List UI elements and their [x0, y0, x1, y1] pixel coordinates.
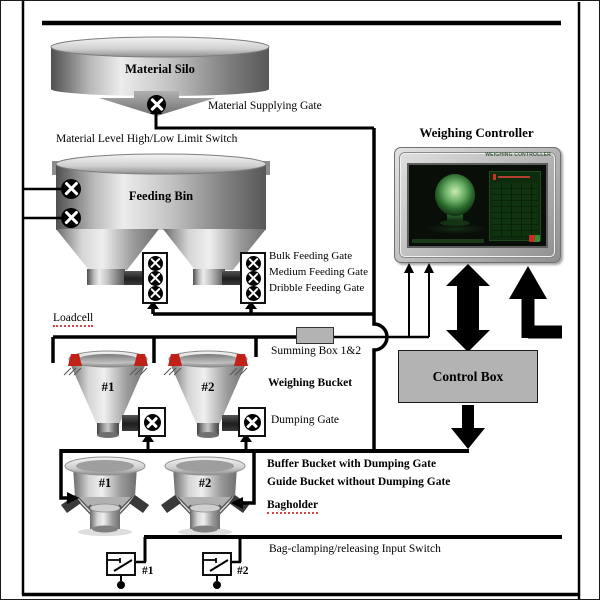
hmi-status-strip: [412, 239, 484, 243]
weighing-controller-title: Weighing Controller: [419, 125, 534, 140]
high-limit-switch-icon: [61, 179, 81, 199]
summing-output-lines: [334, 263, 434, 339]
loadcell-bus: [51, 335, 296, 363]
dumping-gate-icon: [143, 413, 161, 431]
summing-box-label: Summing Box 1&2: [271, 345, 362, 357]
dumping-gate-icon: [243, 413, 261, 431]
bulk-gate-icon: [245, 256, 261, 271]
buffer-bucket-2: [161, 456, 249, 536]
hmi-brand-label: WEIGHING CONTROLLER: [485, 152, 551, 158]
loadcell-mount: [63, 354, 82, 376]
bagholder-label: Bagholder: [267, 499, 319, 514]
bin-neck-left: [87, 269, 125, 285]
bag: [90, 508, 120, 529]
dribble-gate-icon: [245, 286, 261, 301]
weighing-bucket-1: [68, 350, 148, 438]
control-output-bus: [59, 433, 469, 509]
buffer-bucket-2-label: #2: [198, 476, 212, 490]
limit-switch-wires: [23, 187, 61, 220]
material-level-switch-label: Material Level High/Low Limit Switch: [56, 133, 238, 145]
dumping-gate-label: Dumping Gate: [271, 414, 340, 426]
controller-controlbox-arrow: [446, 264, 490, 352]
dumping-gate-2: [238, 407, 266, 437]
bin-hopper-left: [56, 229, 159, 270]
globe-shadow: [425, 224, 487, 234]
feeding-gate-connector-2: [222, 271, 240, 285]
low-limit-switch-icon: [61, 208, 81, 228]
input-switch-1-label: #1: [142, 565, 154, 577]
feeding-gate-stack-2: [240, 252, 266, 304]
buffer-bucket-label: Buffer Bucket with Dumping Gate: [267, 458, 437, 470]
input-switch-2-label: #2: [237, 565, 249, 577]
hmi-screen: [407, 163, 548, 248]
switch-symbol-icon: [204, 558, 229, 572]
loadcell-mounts: [63, 354, 248, 376]
feeding-gate-connector-1: [124, 271, 142, 285]
weighing-bucket-1-label: #1: [101, 379, 115, 394]
dumping-gate-connector-2: [222, 415, 238, 431]
loadcell-mount: [163, 354, 182, 376]
figure-frame: [21, 1, 581, 599]
switch-terminal-1: [117, 581, 125, 589]
medium-gate-icon: [147, 271, 163, 286]
weighing-bucket-2-label: #2: [201, 379, 215, 394]
globe-base: [440, 220, 470, 226]
feeding-gate-stack-1: [142, 252, 168, 304]
hmi-corner-logo-icon: [529, 235, 540, 242]
right-input-arrow: [509, 266, 562, 339]
dribble-feeding-gate-label: Dribble Feeding Gate: [269, 282, 365, 294]
dribble-gate-icon: [147, 286, 163, 301]
bag-clamping-switch-label: Bag-clamping/releasing Input Switch: [269, 543, 441, 555]
buffer-bucket-1-label: #1: [98, 476, 112, 490]
bag-clamp-right: [129, 495, 149, 513]
guide-bucket-label: Guide Bucket without Dumping Gate: [267, 476, 451, 488]
switch-symbol-icon: [108, 558, 133, 572]
summing-box: [296, 327, 334, 344]
bag: [190, 508, 220, 529]
medium-feeding-gate-label: Medium Feeding Gate: [269, 266, 368, 278]
loadcell-mount: [229, 354, 248, 376]
material-supplying-gate-label: Material Supplying Gate: [208, 100, 322, 112]
medium-gate-icon: [245, 271, 261, 286]
control-box: Control Box: [398, 350, 538, 403]
weighing-bucket-2: [168, 350, 248, 438]
loadcell-label: Loadcell: [53, 312, 94, 327]
control-box-output-arrow: [451, 405, 485, 449]
feeding-bin-label: Feeding Bin: [128, 189, 194, 203]
hmi-menu-grid: [492, 183, 538, 237]
dumping-gate-1: [138, 407, 166, 437]
hmi-logo: [490, 172, 540, 181]
input-switch-1: [106, 552, 136, 576]
bin-neck-right: [193, 269, 225, 285]
material-supplying-gate-icon: [147, 95, 166, 114]
loadcell-mount: [129, 354, 148, 376]
dumping-gate-connector-1: [122, 415, 138, 431]
control-box-label: Control Box: [432, 368, 504, 384]
switch-terminal-2: [213, 581, 221, 589]
bulk-feeding-gate-label: Bulk Feeding Gate: [269, 250, 353, 262]
globe-pedestal: [447, 214, 463, 222]
material-silo: [50, 36, 270, 116]
hmi-bezel: [400, 153, 555, 257]
globe-graphic: [435, 174, 475, 216]
weighing-controller-hmi: WEIGHING CONTROLLER: [394, 147, 561, 263]
bulk-gate-icon: [147, 256, 163, 271]
weighing-bucket-label: Weighing Bucket: [268, 377, 353, 389]
input-switch-2: [202, 552, 232, 576]
main-vertical-bus: [372, 128, 389, 451]
buffer-bucket-1: [61, 456, 149, 536]
feeding-gate-bus: [147, 301, 374, 316]
feeding-bin: [52, 153, 270, 285]
bag-switch-bus: [117, 535, 562, 589]
hmi-menu-panel: [489, 171, 541, 241]
material-silo-label: Material Silo: [125, 62, 195, 76]
bag-clamp-left: [161, 495, 181, 513]
